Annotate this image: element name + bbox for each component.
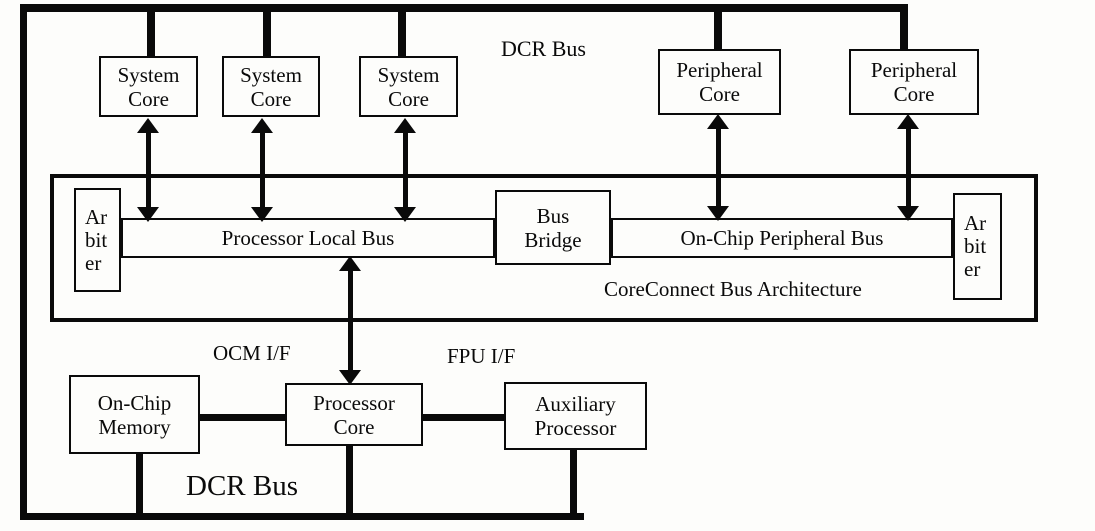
arrowhead-down-icon	[251, 207, 273, 222]
system-core-1-label-line1: System	[117, 62, 180, 87]
arrowhead-up-icon	[897, 114, 919, 129]
processor-core-label-line2: Core	[333, 414, 375, 439]
on-chip-peripheral-bus-label: On-Chip Peripheral Bus	[680, 225, 884, 250]
dcr-bus-bottom-line	[20, 513, 584, 520]
bus-bridge-label-line2: Bridge	[524, 227, 582, 252]
arrow-system-core-2-plb	[251, 118, 273, 222]
arrow-peripheral-core-1-opb	[707, 114, 729, 221]
arbiter-right-label-line1: Ar	[964, 211, 987, 235]
system-core-3-label-line1: System	[377, 62, 440, 87]
auxiliary-processor-label-line2: Processor	[534, 416, 617, 440]
connector-dcr-peripheral-core-1	[714, 10, 722, 50]
connector-dcr-system-core-1	[147, 10, 155, 57]
system-core-1-label-line2: Core	[128, 86, 169, 111]
connector-dcr-system-core-3	[398, 10, 406, 57]
processor-local-bus-bar: Processor Local Bus	[121, 218, 495, 258]
connector-auxiliary-dcr	[570, 448, 577, 513]
arrowhead-up-icon	[339, 256, 361, 271]
arrowhead-down-icon	[707, 206, 729, 221]
peripheral-core-2-box: Peripheral Core	[849, 49, 979, 115]
arrowhead-down-icon	[897, 206, 919, 221]
arrowhead-up-icon	[251, 118, 273, 133]
arrowhead-down-icon	[137, 207, 159, 222]
arrowhead-down-icon	[339, 370, 361, 385]
arrow-system-core-3-plb	[394, 118, 416, 222]
dcr-bus-top-label: DCR Bus	[501, 36, 586, 61]
arbiter-left-label-line3: er	[85, 250, 102, 275]
arrowhead-up-icon	[707, 114, 729, 129]
ocm-interface-label: OCM I/F	[213, 341, 291, 365]
coreconnect-architecture-label: CoreConnect Bus Architecture	[604, 277, 862, 301]
dcr-bus-bottom-label: DCR Bus	[186, 470, 299, 502]
on-chip-memory-label-line1: On-Chip	[97, 390, 172, 415]
peripheral-core-2-label-line2: Core	[893, 82, 935, 106]
processor-core-box: Processor Core	[285, 383, 423, 446]
on-chip-peripheral-bus-bar: On-Chip Peripheral Bus	[611, 218, 953, 258]
bus-bridge-box: Bus Bridge	[495, 190, 611, 265]
system-core-2-box: System Core	[222, 56, 320, 117]
arrow-plb-processor-core	[339, 256, 361, 385]
connector-memory-processor	[198, 414, 287, 421]
arrowhead-down-icon	[394, 207, 416, 222]
system-core-2-label-line1: System	[240, 62, 302, 87]
peripheral-core-2-label-line1: Peripheral	[870, 58, 958, 82]
connector-dcr-peripheral-core-2	[900, 4, 908, 50]
arbiter-left-box: Ar bit er	[74, 188, 121, 292]
peripheral-core-1-label-line1: Peripheral	[676, 58, 763, 82]
arbiter-right-label-line2: bit	[964, 234, 987, 258]
connector-memory-dcr	[136, 452, 143, 513]
system-core-2-label-line2: Core	[250, 86, 292, 111]
connector-dcr-system-core-2	[263, 10, 271, 57]
connector-processor-auxiliary	[421, 414, 506, 421]
dcr-bus-top-line	[20, 4, 908, 12]
auxiliary-processor-label-line1: Auxiliary	[535, 392, 616, 416]
system-core-3-box: System Core	[359, 56, 458, 117]
arbiter-left-label-line1: Ar	[85, 204, 108, 229]
arbiter-left-label-line2: bit	[85, 227, 108, 252]
system-core-3-label-line2: Core	[388, 86, 429, 111]
processor-core-label-line1: Processor	[313, 390, 395, 415]
fpu-interface-label: FPU I/F	[447, 344, 516, 368]
arbiter-right-box: Ar bit er	[953, 193, 1002, 300]
on-chip-memory-box: On-Chip Memory	[69, 375, 200, 454]
on-chip-memory-label-line2: Memory	[98, 414, 171, 439]
arrow-system-core-1-plb	[137, 118, 159, 222]
peripheral-core-1-box: Peripheral Core	[658, 49, 781, 115]
dcr-bus-left-line	[20, 4, 27, 520]
auxiliary-processor-box: Auxiliary Processor	[504, 382, 647, 450]
arrow-peripheral-core-2-opb	[897, 114, 919, 221]
bus-bridge-label-line1: Bus	[536, 203, 570, 228]
coreconnect-container	[50, 174, 1038, 322]
processor-local-bus-label: Processor Local Bus	[221, 225, 395, 250]
arbiter-right-label-line3: er	[964, 257, 981, 281]
system-core-1-box: System Core	[99, 56, 198, 117]
peripheral-core-1-label-line2: Core	[699, 82, 740, 106]
arrowhead-up-icon	[394, 118, 416, 133]
arrowhead-up-icon	[137, 118, 159, 133]
connector-processor-dcr	[346, 444, 353, 513]
